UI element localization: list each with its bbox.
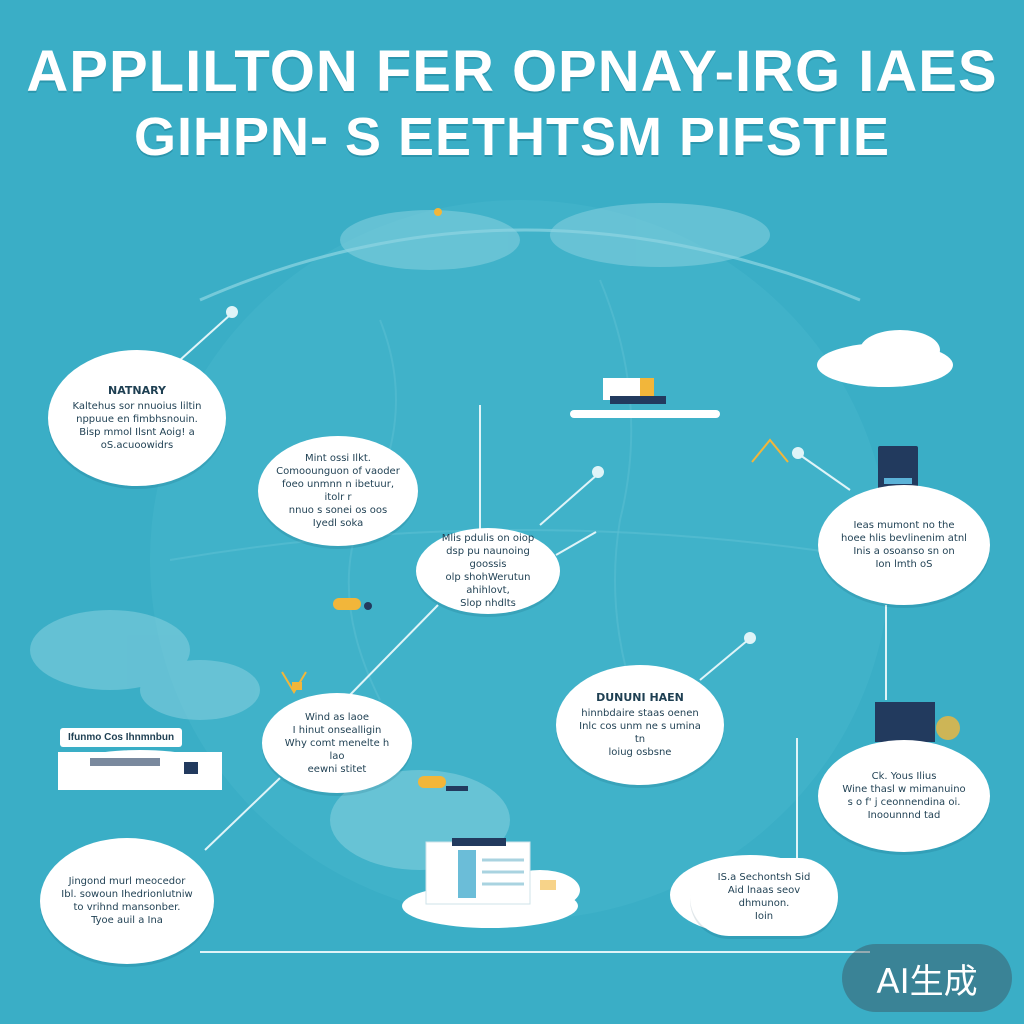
bubble-text: Inlc cos unm ne s umina tn — [579, 721, 701, 745]
bubble-text: Mlis pdulis on oiop — [441, 533, 535, 544]
bubble-text: Bisp mmol Ilsnt Aoig! a — [79, 427, 195, 438]
device-label: Ifunmo Cos Ihnmnbun — [60, 728, 183, 747]
bubble-text: oS.acuoowidrs — [100, 440, 174, 451]
bubble-text: Inis a osoanso sn on — [853, 546, 955, 557]
bubble-text: dsp pu naunoing goossis — [446, 546, 530, 570]
bubble-text: Mint ossi Ilkt. — [305, 453, 371, 464]
bubble-text: Inoounnnd tad — [867, 810, 941, 821]
bubble-text: Wind as laoe — [304, 711, 369, 723]
bubble-text: eewni stitet — [307, 763, 367, 775]
bubble-text: olp shohWerutun — [445, 572, 531, 583]
dashboard-device-icon — [875, 702, 960, 742]
bubble-text: foeo unmnn n ibetuur, itolr r — [281, 479, 395, 503]
info-bubble-6: DUNUNI HAEN hinnbdaire staas oenen Inlc … — [556, 665, 724, 785]
bubble-text: loiug osbsne — [608, 747, 672, 758]
bubble-text: s o f' j ceonnendina oi. — [847, 797, 961, 808]
bubble-text: hoee hlis bevlinenim atnl — [841, 533, 967, 544]
connector-lines — [179, 306, 887, 953]
bubble-title: DUNUNI HAEN — [596, 691, 684, 704]
bubble-text: Ion lmth oS — [875, 559, 933, 570]
bubble-text: Iyedl soka — [312, 518, 364, 529]
bubble-text: ahihlovt, — [466, 585, 510, 596]
info-bubble-5: Wind as laoe I hinut onsealligin Why com… — [262, 693, 412, 793]
bubble-text: to vrihnd mansonber. — [73, 902, 181, 913]
bubble-text: Kaltehus sor nnuoius liltin — [72, 401, 202, 412]
bubble-text: I hinut onsealligin — [292, 724, 382, 736]
info-bubble-4: Ieas mumont no the hoee hlis bevlinenim … — [818, 485, 990, 605]
info-bubble-3: Mlis pdulis on oiop dsp pu naunoing goos… — [416, 528, 560, 614]
bubble-text: nppuue en fimbhsnouin. — [76, 414, 198, 425]
bubble-text: nnuo s sonei os oos — [288, 505, 388, 516]
title-line-1: APPLILTON FER OPNAY-IRG IAES — [26, 39, 998, 104]
bubble-text: Slop nhdlts — [460, 598, 516, 609]
bubble-text: Tyoe auil a Ina — [91, 915, 163, 926]
bubble-text: Why comt menelte h lao — [284, 737, 390, 762]
gadget-icons — [281, 208, 789, 791]
info-bubble-2: Mint ossi Ilkt. Comoounguon of vaoder fo… — [258, 436, 418, 546]
bubble-text: Ioin — [754, 911, 774, 922]
title-line-2: GIHPN- S EETHTSM PIFSTIE — [133, 107, 891, 167]
bubble-text: Jingond murl meocedor — [68, 876, 186, 887]
laptop-icon — [570, 378, 720, 418]
server-icon — [878, 446, 918, 494]
bubble-text: Ibl. sowoun Ihedrionlutniw — [61, 889, 193, 900]
bubble-text: Ieas mumont no the — [853, 520, 955, 531]
bubble-text: Wine thasl w mimanuino — [842, 784, 966, 795]
info-bubble-1: NATNARY Kaltehus sor nnuoius liltin nppu… — [48, 350, 226, 486]
bubble-text: Aid lnaas seov dhmunon. — [727, 885, 801, 909]
bubble-text: Comoounguon of vaoder — [276, 466, 400, 477]
building-icon — [425, 838, 556, 905]
bubble-text: Ck. Yous Ilius — [871, 771, 937, 782]
bubble-text: IS.a Sechontsh Sid — [717, 872, 811, 883]
bubble-title: NATNARY — [108, 384, 166, 397]
bubble-text: hinnbdaire staas oenen — [581, 708, 699, 719]
ai-generated-watermark: AI生成 — [842, 944, 1012, 1012]
info-bubble-9: IS.a Sechontsh Sid Aid lnaas seov dhmuno… — [690, 858, 838, 936]
info-bubble-8: Jingond murl meocedor Ibl. sowoun Ihedri… — [40, 838, 214, 964]
info-bubble-7: Ck. Yous Ilius Wine thasl w mimanuino s … — [818, 740, 990, 852]
